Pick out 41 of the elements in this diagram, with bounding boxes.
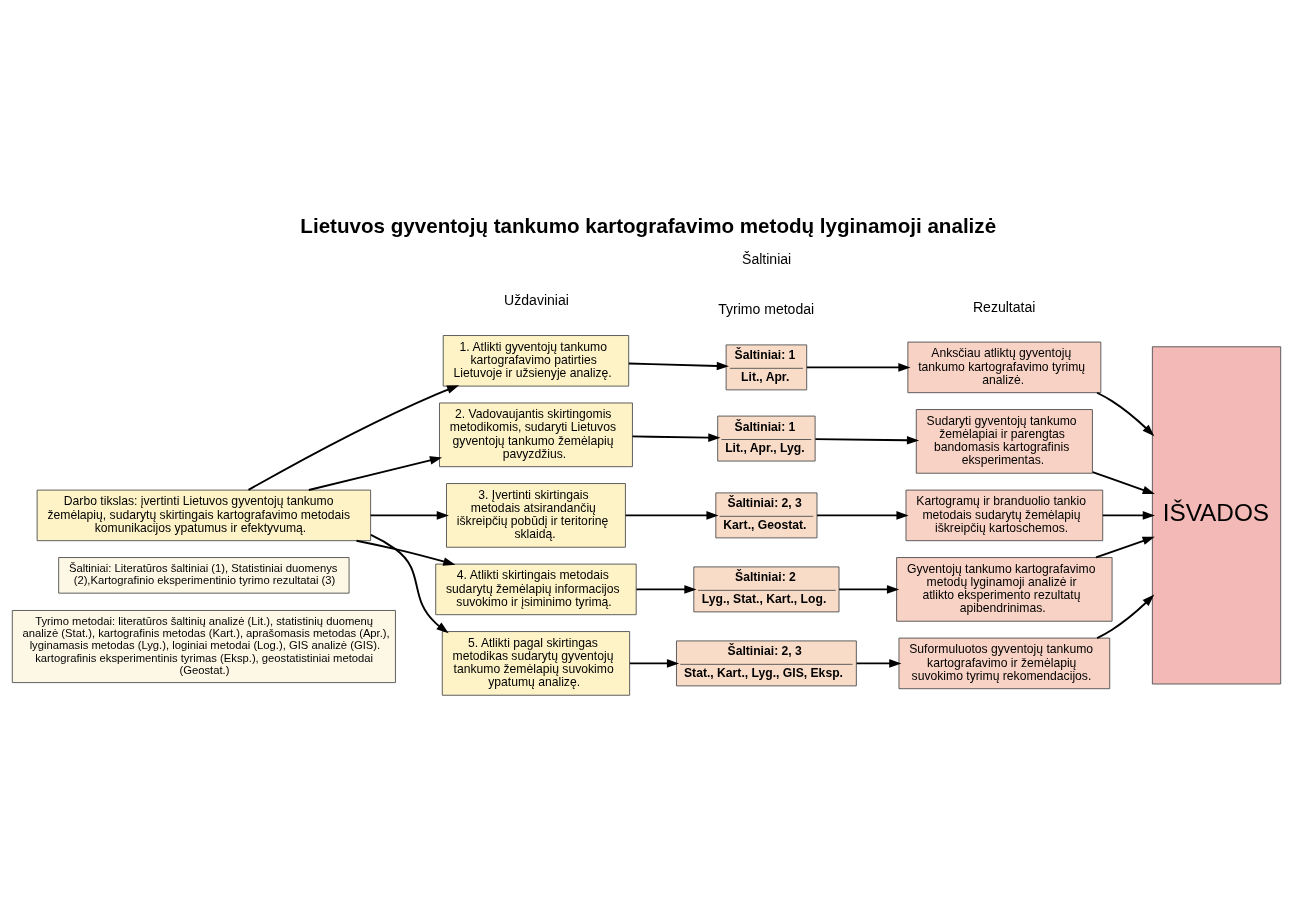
node-box: Darbo tikslas: įvertinti Lietuvos gyventojų tankumo žemėlapių, sudarytų skirtingais kartografavimo metodais komunikacijos ypatumus ir efektyvumą.: [36, 489, 372, 542]
arrow: [635, 585, 697, 594]
arrow: [628, 659, 680, 668]
arrow: [627, 361, 729, 371]
arrow: [1096, 594, 1155, 639]
label: Tyrimo metodai: literatūros šaltinių analizė (Lit.), statistinių duomenų analizė (Stat.), kartografinis metodas (Kart.), aprašomasis metodas (Apr.), lyginamasis metodas (Lyg.), loginiai metodai (Log.), GIS analizė (GIS). kartografinis eksperimentinis tyrimas (Eksp.), geostatistiniai metodai (Geostat.): [22, 615, 390, 676]
arrow: [855, 659, 902, 668]
arrow: [370, 533, 449, 634]
label: Uždaviniai: [504, 292, 569, 309]
arrow: [631, 433, 721, 442]
node-box: Šaltiniai: 2, 3 Kart., Geostat.: [715, 492, 818, 539]
arrow: [247, 385, 460, 491]
arrow: [816, 511, 909, 520]
node-box: 5. Atlikti pagal skirtingas metodikas sudarytų gyventojų tankumo žemėlapių suvokimo ypatumų analizę.: [441, 631, 631, 696]
node-box: 3. Įvertinti skirtingais metodais atsirandančių iškreipčių pobūdį ir teritorinę sklaidą.: [446, 483, 626, 548]
label: Šaltiniai: Literatūros šaltiniai (1), Statistiniai duomenys (2),Kartografinio eksperimentinio tyrimo rezultatai (3): [68, 562, 338, 587]
node-box: Suformuluotos gyventojų tankumo kartografavimo ir žemėlapių suvokimo tyrimų rekomendacijos.: [898, 637, 1111, 690]
arrow: [1091, 471, 1155, 495]
node-box: Šaltiniai: 1 Lit., Apr.: [725, 344, 808, 391]
arrow: [1095, 536, 1155, 559]
node-box: Kartogramų ir branduolio tankio metodais sudarytų žemėlapių iškreipčių kartoschemos.: [905, 489, 1104, 542]
arrow: [1096, 391, 1155, 437]
diagram-title: Lietuvos gyventojų tankumo kartografavimo metodų lyginamoji analizė: [300, 214, 997, 238]
label: Tyrimo metodai: [718, 301, 815, 318]
arrow: [307, 456, 443, 491]
node-box: 1. Atlikti gyventojų tankumo kartografavimo patirties Lietuvoje ir užsienyje analizę.: [442, 335, 630, 387]
node-box: Sudaryti gyventojų tankumo žemėlapiai ir parengtas bandomasis kartografinis eksperimentas.: [915, 409, 1093, 474]
label: Šaltiniai: [742, 250, 792, 267]
arrow: [369, 511, 449, 520]
node-box: 4. Atlikti skirtingais metodais sudarytų žemėlapių informacijos suvokimo ir įsiminimo tyrimą.: [435, 563, 637, 616]
arrow: [814, 435, 920, 445]
arrow: [624, 511, 719, 520]
arrow: [1101, 511, 1155, 520]
arrow: [355, 539, 456, 566]
node-box: Gyventojų tankumo kartografavimo metodų lyginamoji analizė ir atlikto eksperimento rezultatų apibendrinimas.: [896, 557, 1113, 622]
label: Rezultatai: [972, 298, 1036, 315]
node-box: IŠVADOS: [1151, 346, 1282, 685]
node-box: Anksčiau atliktų gyventojų tankumo kartografavimo tyrimų analizė.: [907, 341, 1102, 394]
arrow: [805, 363, 911, 372]
node-box: 2. Vadovaujantis skirtingomis metodikomis, sudaryti Lietuvos gyventojų tankumo žemėlapių pavyzdžius.: [439, 402, 633, 468]
arrow: [838, 585, 900, 594]
